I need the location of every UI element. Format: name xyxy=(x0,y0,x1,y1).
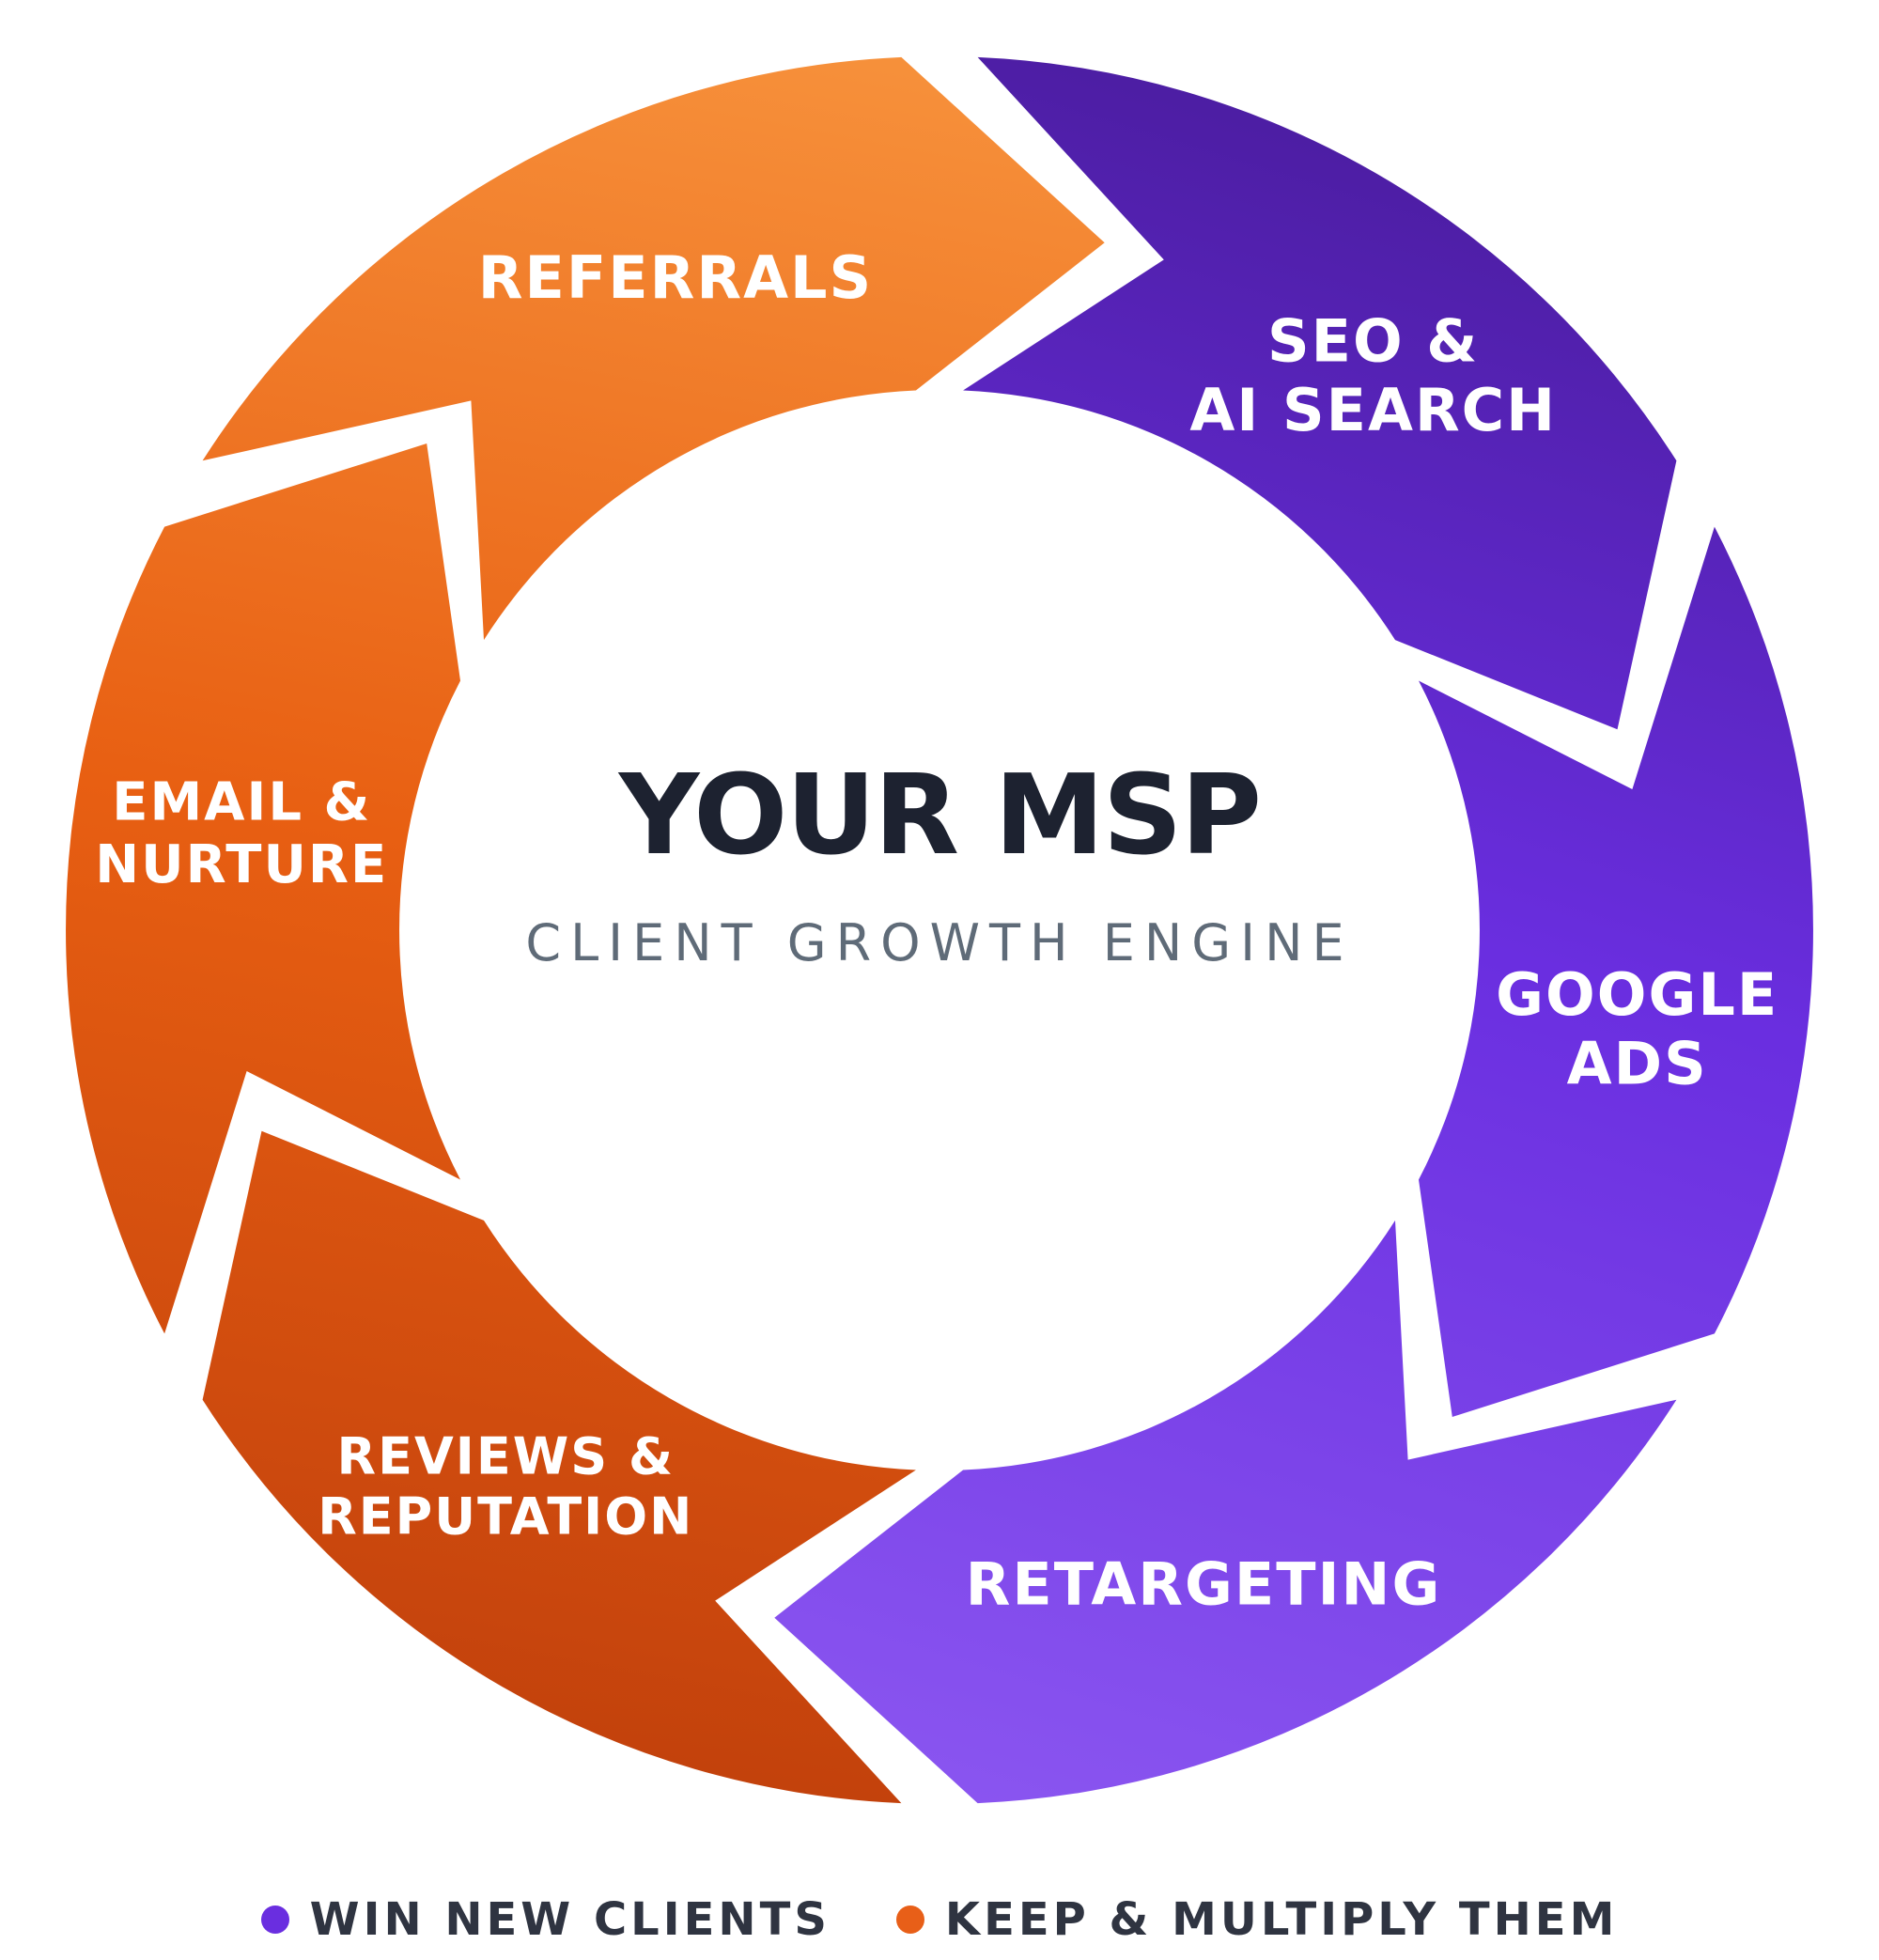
segment-label-line: REVIEWS & xyxy=(337,1427,676,1486)
segment-reviews xyxy=(202,1130,916,1804)
segment-seo xyxy=(963,56,1677,730)
legend-label-win: WIN NEW CLIENTS xyxy=(309,1893,831,1946)
segment-label-seo: SEO &AI SEARCH xyxy=(1189,307,1557,444)
segment-label-line: REPUTATION xyxy=(318,1486,693,1546)
center-subtitle: CLIENT GROWTH ENGINE xyxy=(525,913,1353,972)
segment-label-line: NURTURE xyxy=(95,834,388,895)
legend: WIN NEW CLIENTS KEEP & MULTIPLY THEM xyxy=(0,1879,1879,1960)
segment-label-line: SEO & xyxy=(1267,307,1479,376)
segment-label-line: REFERRALS xyxy=(478,243,873,312)
segment-retargeting xyxy=(774,1220,1677,1804)
segment-email xyxy=(66,443,461,1334)
legend-item-win: WIN NEW CLIENTS xyxy=(260,1893,831,1946)
legend-item-keep: KEEP & MULTIPLY THEM xyxy=(895,1893,1619,1946)
segment-label-line: ADS xyxy=(1567,1029,1708,1097)
legend-dot-keep xyxy=(895,1906,924,1934)
segment-label-referrals: REFERRALS xyxy=(478,243,873,312)
segment-label-retargeting: RETARGETING xyxy=(966,1550,1442,1619)
center-title: YOUR MSP xyxy=(617,750,1260,879)
segment-label-reviews: REVIEWS &REPUTATION xyxy=(318,1427,693,1547)
segment-referrals xyxy=(202,56,1105,641)
legend-dot-win xyxy=(260,1906,289,1934)
segment-label-line: RETARGETING xyxy=(966,1550,1442,1619)
segment-label-email: EMAIL &NURTURE xyxy=(95,772,388,895)
center-disc xyxy=(409,399,1470,1461)
legend-label-keep: KEEP & MULTIPLY THEM xyxy=(944,1893,1619,1946)
segment-label-line: GOOGLE xyxy=(1496,960,1778,1029)
segment-label-line: AI SEARCH xyxy=(1189,376,1557,444)
segment-google-ads xyxy=(1419,526,1813,1417)
segment-label-line: EMAIL & xyxy=(112,772,371,833)
